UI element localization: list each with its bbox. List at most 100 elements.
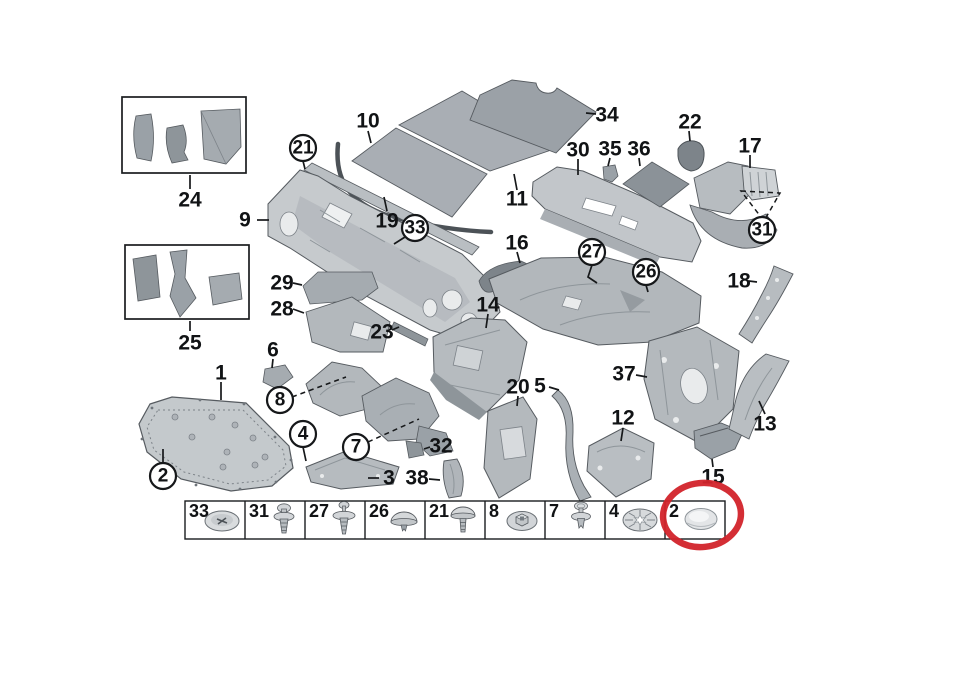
part-pillar-insulation bbox=[728, 353, 790, 440]
callout-6[interactable]: 6 bbox=[267, 339, 279, 362]
svg-text:31: 31 bbox=[249, 501, 269, 521]
callout-1[interactable]: 1 bbox=[215, 362, 227, 385]
fastener-cell-8[interactable]: 8 bbox=[489, 501, 538, 531]
leader-lines bbox=[162, 112, 782, 481]
callout-38[interactable]: 38 bbox=[405, 467, 429, 490]
callout-33[interactable]: 33 bbox=[400, 213, 430, 243]
fastener-cell-26[interactable]: 26 bbox=[369, 501, 418, 532]
fastener-cell-7[interactable]: 7 bbox=[549, 501, 591, 529]
expansion-rivet-icon bbox=[273, 503, 295, 534]
callout-2[interactable]: 2 bbox=[148, 461, 178, 491]
parts-artwork bbox=[121, 79, 794, 502]
fastener-cell-27[interactable]: 27 bbox=[309, 501, 356, 535]
fastener-cell-33[interactable]: 33 bbox=[189, 501, 240, 532]
callout-22[interactable]: 22 bbox=[678, 111, 701, 134]
part-rear-shelf-insulation bbox=[469, 79, 597, 154]
svg-text:6: 6 bbox=[267, 339, 279, 362]
highlight-circle bbox=[659, 479, 745, 551]
callout-31[interactable]: 31 bbox=[747, 215, 777, 245]
svg-text:24: 24 bbox=[178, 189, 202, 212]
svg-text:5: 5 bbox=[534, 375, 546, 398]
long-expansion-rivet-icon bbox=[332, 501, 356, 535]
callout-14[interactable]: 14 bbox=[476, 294, 500, 317]
part-side-trim bbox=[586, 427, 655, 498]
svg-text:1: 1 bbox=[215, 362, 227, 385]
svg-text:38: 38 bbox=[405, 467, 429, 490]
callout-23[interactable]: 23 bbox=[370, 321, 393, 344]
svg-text:4: 4 bbox=[298, 424, 309, 445]
part-insulation-set-rear bbox=[124, 244, 250, 320]
part-side-panel-insulation bbox=[305, 296, 391, 353]
callout-16[interactable]: 16 bbox=[505, 232, 528, 255]
svg-text:31: 31 bbox=[751, 220, 773, 241]
part-cowl-cover bbox=[302, 271, 379, 305]
callout-30[interactable]: 30 bbox=[566, 139, 589, 162]
part-floor-insulation bbox=[643, 326, 740, 444]
callout-21[interactable]: 21 bbox=[288, 133, 318, 163]
svg-text:33: 33 bbox=[404, 218, 425, 239]
fastener-cell-21[interactable]: 21 bbox=[429, 501, 476, 533]
callout-12[interactable]: 12 bbox=[611, 407, 634, 430]
fastener-cell-31[interactable]: 31 bbox=[249, 501, 295, 534]
svg-text:29: 29 bbox=[270, 272, 293, 295]
callout-35[interactable]: 35 bbox=[598, 138, 622, 161]
svg-text:36: 36 bbox=[627, 138, 650, 161]
callout-20[interactable]: 20 bbox=[506, 376, 529, 399]
callout-3[interactable]: 3 bbox=[383, 467, 395, 490]
svg-text:32: 32 bbox=[429, 435, 452, 458]
part-clip-35 bbox=[602, 164, 619, 183]
svg-text:13: 13 bbox=[753, 413, 776, 436]
svg-text:20: 20 bbox=[506, 376, 529, 399]
svg-text:23: 23 bbox=[370, 321, 393, 344]
part-cone-plug bbox=[405, 440, 425, 459]
callout-27[interactable]: 27 bbox=[577, 237, 607, 267]
callout-8[interactable]: 8 bbox=[265, 385, 295, 415]
svg-text:26: 26 bbox=[369, 501, 389, 521]
callout-7[interactable]: 7 bbox=[341, 432, 371, 462]
part-underbody-panel bbox=[138, 396, 294, 492]
callout-37[interactable]: 37 bbox=[612, 363, 635, 386]
svg-text:12: 12 bbox=[611, 407, 634, 430]
part-b-pillar-insulation bbox=[483, 396, 538, 499]
svg-text:18: 18 bbox=[727, 270, 751, 293]
svg-text:8: 8 bbox=[275, 390, 286, 411]
svg-text:21: 21 bbox=[292, 138, 314, 159]
svg-text:37: 37 bbox=[612, 363, 635, 386]
callout-36[interactable]: 36 bbox=[627, 138, 650, 161]
svg-text:14: 14 bbox=[476, 294, 500, 317]
svg-text:7: 7 bbox=[549, 501, 559, 521]
cover-cap-icon bbox=[684, 508, 718, 530]
callout-17[interactable]: 17 bbox=[738, 135, 761, 158]
callout-10[interactable]: 10 bbox=[356, 110, 379, 133]
svg-text:17: 17 bbox=[738, 135, 761, 158]
callout-13[interactable]: 13 bbox=[753, 413, 776, 436]
callout-11[interactable]: 11 bbox=[506, 188, 529, 211]
svg-text:28: 28 bbox=[270, 298, 294, 321]
svg-text:33: 33 bbox=[189, 501, 209, 521]
fastener-cell-4[interactable]: 4 bbox=[609, 501, 658, 532]
callout-28[interactable]: 28 bbox=[270, 298, 294, 321]
callout-5[interactable]: 5 bbox=[534, 375, 546, 398]
callout-4[interactable]: 4 bbox=[288, 419, 318, 449]
star-washer-icon bbox=[622, 508, 658, 532]
callout-18[interactable]: 18 bbox=[727, 270, 751, 293]
svg-text:7: 7 bbox=[351, 437, 362, 458]
callout-24[interactable]: 24 bbox=[178, 189, 202, 212]
callout-25[interactable]: 25 bbox=[178, 332, 202, 355]
callout-9[interactable]: 9 bbox=[239, 209, 251, 232]
part-small-bracket bbox=[262, 364, 294, 390]
callout-19[interactable]: 19 bbox=[375, 210, 398, 233]
callout-32[interactable]: 32 bbox=[429, 435, 452, 458]
svg-text:11: 11 bbox=[506, 188, 529, 211]
part-door-seal bbox=[551, 389, 592, 502]
svg-text:16: 16 bbox=[505, 232, 528, 255]
part-firewall bbox=[267, 169, 501, 343]
svg-text:34: 34 bbox=[595, 104, 619, 127]
svg-text:27: 27 bbox=[309, 501, 329, 521]
callout-29[interactable]: 29 bbox=[270, 272, 293, 295]
callout-34[interactable]: 34 bbox=[595, 104, 619, 127]
push-rivet-icon bbox=[571, 501, 591, 529]
callout-26[interactable]: 26 bbox=[631, 257, 661, 287]
fastener-cell-2[interactable]: 2 bbox=[669, 501, 718, 530]
svg-text:19: 19 bbox=[375, 210, 398, 233]
